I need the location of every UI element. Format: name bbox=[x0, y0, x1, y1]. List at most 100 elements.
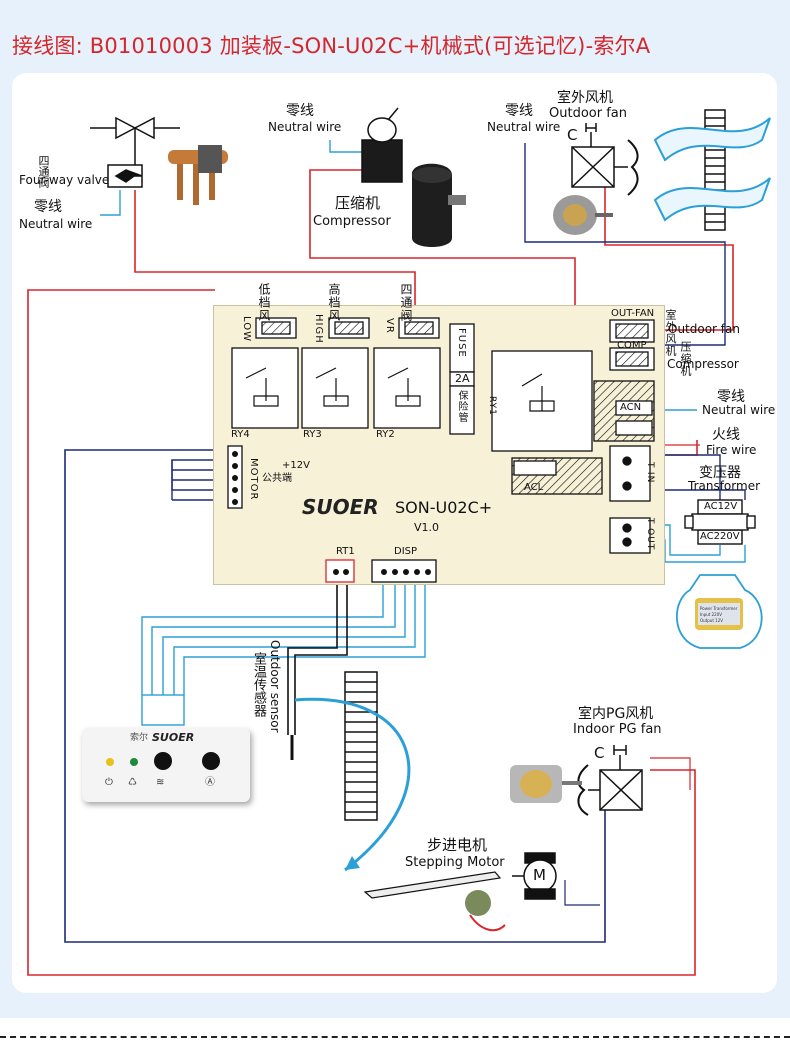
relay-ry4-label: RY4 bbox=[231, 429, 250, 440]
board-version: V1.0 bbox=[414, 521, 440, 534]
remote-brand-zh: 索尔 bbox=[130, 733, 149, 743]
remote-brand: SUOER bbox=[152, 731, 195, 744]
relay-ry1-label: RY1 bbox=[487, 396, 497, 416]
acn-label: ACN bbox=[620, 402, 642, 413]
low-speed-label: 低档风 bbox=[257, 283, 271, 322]
right-neutral-zh: 零线 bbox=[717, 389, 745, 405]
compressor-symbol bbox=[361, 107, 403, 183]
indoor-fan-zh: 室内PG风机 bbox=[578, 706, 654, 722]
navy-main-wire bbox=[64, 449, 606, 943]
cycle-icon: ♺ bbox=[128, 777, 137, 788]
fire-en: Fire wire bbox=[706, 443, 757, 457]
compressor-photo bbox=[411, 163, 466, 247]
fire-zh: 火线 bbox=[712, 427, 740, 443]
motor-common: 公共端 bbox=[262, 473, 292, 484]
indoor-fan-cap: C bbox=[594, 744, 605, 762]
comp-neutral-zh: 零线 bbox=[286, 103, 314, 119]
mode-button[interactable] bbox=[202, 752, 220, 770]
valve-neutral-en: Neutral wire bbox=[19, 217, 93, 231]
transformer-en: Transformer bbox=[688, 479, 761, 493]
run-led bbox=[130, 758, 138, 766]
fan-neutral-zh: 零线 bbox=[505, 103, 533, 119]
outdoor-fan-cap: C bbox=[567, 126, 578, 144]
transformer-ac-low: AC12V bbox=[704, 501, 738, 512]
navy-motor-wires bbox=[171, 459, 213, 491]
transformer-symbol bbox=[684, 499, 756, 545]
motor-label: MOTOR bbox=[248, 458, 259, 501]
right-neutral-en: Neutral wire bbox=[702, 403, 776, 417]
outdoor-fan-zh: 室外风机 bbox=[557, 90, 613, 106]
compressor-zh: 压缩机 bbox=[335, 194, 381, 212]
comp-neutral-en: Neutral wire bbox=[268, 120, 342, 134]
conn-vr-label: VR bbox=[384, 318, 395, 334]
airflow-arrows bbox=[653, 117, 771, 222]
indoor-motor-photo bbox=[510, 765, 582, 803]
stepping-motor-symbol bbox=[512, 852, 557, 900]
valve-symbol bbox=[90, 116, 180, 188]
t-in-label: T-IN bbox=[645, 462, 655, 484]
board-logo: SUOER bbox=[302, 495, 379, 519]
page-title: 接线图: B01010003 加装板-SON-U02C+机械式(可选记忆)-索尔… bbox=[12, 34, 651, 58]
valve-zh: 四通阀 bbox=[37, 155, 50, 188]
fuse-rating: 2A bbox=[455, 372, 470, 385]
right-comp-zh: 压缩机 bbox=[679, 341, 692, 377]
outfan-red-wire bbox=[604, 175, 734, 331]
bottom-dashed-divider bbox=[0, 1036, 790, 1038]
relay-ry3-label: RY3 bbox=[303, 429, 322, 440]
ir-receiver bbox=[154, 752, 172, 770]
motor-voltage: +12V bbox=[282, 460, 310, 471]
power-led bbox=[106, 758, 114, 766]
conn-low-label: LOW bbox=[241, 316, 252, 342]
power-icon: ⏻ bbox=[105, 777, 113, 788]
sensor-zh: 室温传感器 bbox=[251, 652, 266, 717]
high-speed-label: 高档风 bbox=[327, 283, 341, 322]
disp-label: DISP bbox=[394, 546, 418, 557]
right-comp-en: Compressor bbox=[667, 357, 739, 371]
compressor-en: Compressor bbox=[313, 214, 391, 229]
stepping-motor-zh: 步进电机 bbox=[427, 836, 488, 854]
indoor-coil bbox=[344, 671, 378, 821]
stepping-motor-symbol-label: M bbox=[533, 866, 546, 884]
fan-neutral-en: Neutral wire bbox=[487, 120, 561, 134]
indoor-fan-symbol bbox=[577, 745, 643, 816]
comp-label: COMP bbox=[617, 340, 647, 351]
louver bbox=[363, 871, 502, 899]
valve-neutral-zh: 零线 bbox=[34, 199, 62, 215]
valve-photo bbox=[168, 145, 228, 205]
control-board bbox=[213, 305, 665, 585]
acl-label: ACL bbox=[524, 482, 544, 493]
valve-red-wire bbox=[134, 190, 416, 318]
stepping-motor-photo bbox=[465, 890, 506, 932]
indoor-airflow-arrow bbox=[294, 697, 411, 872]
display-panel: 索尔 SUOER ⏻ ♺ ≋ Ⓐ bbox=[82, 728, 250, 802]
relay-ry2-label: RY2 bbox=[376, 429, 395, 440]
t-out-label: T-OUT bbox=[645, 518, 655, 551]
board-model: SON-U02C+ bbox=[395, 498, 493, 517]
stepping-motor-en: Stepping Motor bbox=[405, 855, 505, 870]
outdoor-fan-en: Outdoor fan bbox=[549, 106, 627, 121]
transformer-photo-line2: Input 220V bbox=[700, 612, 722, 617]
red-main-wire bbox=[27, 289, 696, 976]
indoor-fan-en: Indoor PG fan bbox=[573, 722, 662, 737]
outdoor-motor-photo bbox=[553, 195, 613, 235]
valve-en: Four-way valve bbox=[19, 173, 110, 187]
outdoor-coil bbox=[704, 109, 726, 231]
transformer-ac-high: AC220V bbox=[700, 531, 740, 542]
vr-label: 四通阀 bbox=[399, 283, 413, 322]
board-svg bbox=[227, 317, 655, 583]
right-outfan-en: Outdoor fan bbox=[668, 322, 740, 336]
out-fan-label: OUT-FAN bbox=[611, 308, 655, 319]
right-outfan-zh: 室外风机 bbox=[664, 309, 677, 357]
auto-icon: Ⓐ bbox=[205, 777, 215, 788]
fuse-label: FUSE bbox=[456, 328, 467, 358]
transformer-zh: 变压器 bbox=[699, 465, 741, 481]
transformer-photo-line1: Power Transformer bbox=[700, 606, 738, 611]
transformer-photo bbox=[695, 598, 743, 630]
rt1-label: RT1 bbox=[336, 546, 355, 557]
wifi-icon: ≋ bbox=[156, 777, 165, 788]
transformer-photo-line3: Output 12V bbox=[700, 618, 723, 623]
conn-high-label: HIGH bbox=[313, 314, 324, 344]
outdoor-fan-symbol bbox=[571, 123, 639, 196]
